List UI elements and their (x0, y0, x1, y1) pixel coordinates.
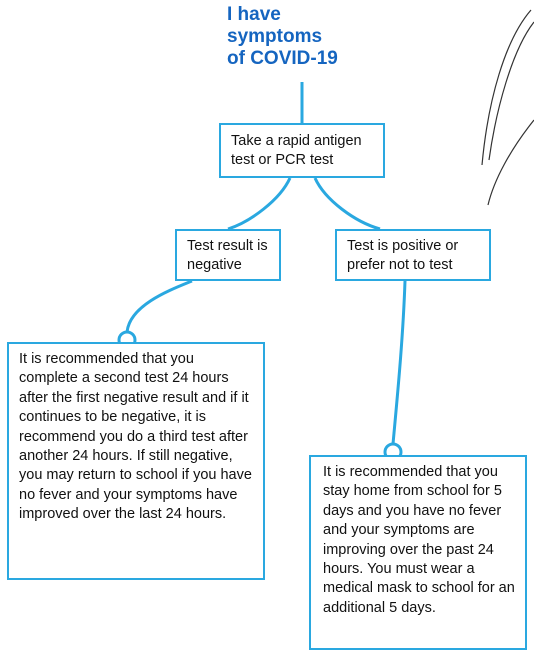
page-title: I have symptoms of COVID-19 (227, 4, 338, 69)
connector-test-to-negative (227, 177, 292, 231)
decorative-sketch-line (488, 21, 534, 161)
connector-negative-to-advice (125, 279, 193, 333)
advice-negative-text: It is recommended that you complete a se… (19, 351, 252, 523)
connector-positive-to-advice (391, 280, 407, 445)
step-test-negative-label: Test result is negative (187, 238, 268, 273)
step-take-test: Take a rapid antigen test or PCR test (219, 123, 385, 178)
step-take-test-label: Take a rapid antigen test or PCR test (231, 133, 362, 168)
advice-positive-text: It is recommended that you stay home fro… (323, 464, 515, 616)
advice-positive: It is recommended that you stay home fro… (309, 455, 527, 650)
step-test-positive: Test is positive or prefer not to test (335, 229, 491, 281)
decorative-sketch-line (481, 9, 532, 166)
step-test-positive-label: Test is positive or prefer not to test (347, 238, 459, 273)
decorative-sketch-line (487, 119, 534, 206)
connector-test-to-positive (313, 177, 381, 231)
advice-negative: It is recommended that you complete a se… (7, 342, 265, 580)
step-test-negative: Test result is negative (175, 229, 281, 281)
